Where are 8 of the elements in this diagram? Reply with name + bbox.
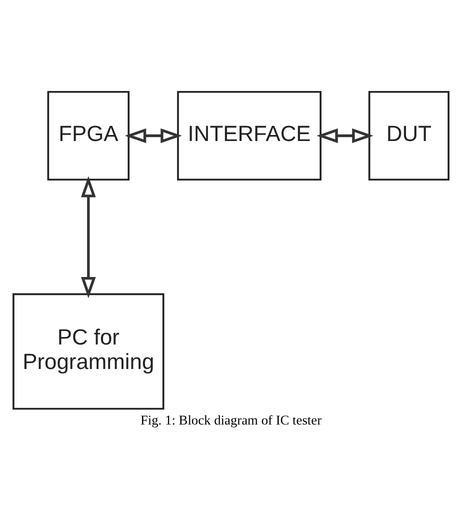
caption: Fig. 1: Block diagram of IC tester (140, 412, 322, 427)
arrow (80, 176, 96, 298)
node-box: DUT (368, 90, 450, 180)
node-box: PC for Programming (12, 292, 164, 410)
node-box: FPGA (47, 90, 130, 180)
arrow (124, 128, 182, 143)
node-box: INTERFACE (177, 90, 322, 180)
arrow (316, 128, 374, 143)
